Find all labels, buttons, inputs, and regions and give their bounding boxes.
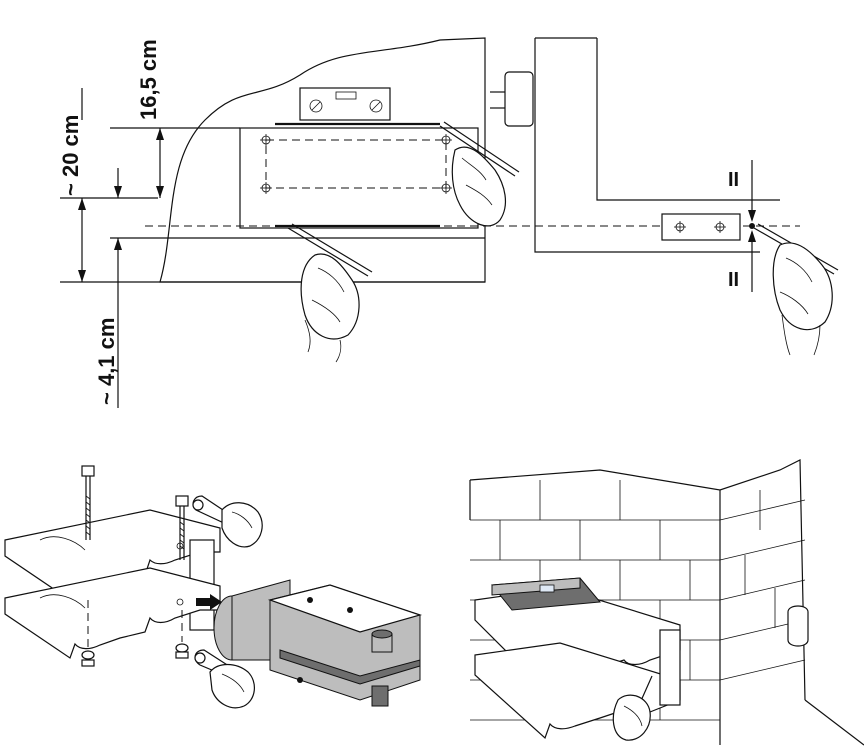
arrow-icon xyxy=(196,594,222,610)
hand-with-pencil-icon xyxy=(439,121,520,227)
dim-height-label: 16,5 cm xyxy=(136,39,161,120)
level-mark-top: II xyxy=(728,160,756,222)
wall-bracket-web xyxy=(659,629,681,706)
wall-outline xyxy=(159,37,486,283)
plate-hole-pattern xyxy=(265,139,447,189)
hand-icon xyxy=(209,663,255,709)
bolt-icon xyxy=(81,465,95,540)
mark-bottom-label: II xyxy=(728,269,739,291)
hand-icon xyxy=(612,675,653,741)
dimension-offset: ~ 4,1 cm xyxy=(94,168,122,408)
nut-icon xyxy=(175,643,189,659)
hand-with-pencil-icon xyxy=(753,223,839,356)
brick-wall-outline xyxy=(469,459,806,701)
dimension-total: ~ 20 cm xyxy=(58,88,86,282)
post-bracket xyxy=(661,213,755,241)
gate-post-right-edge xyxy=(596,38,780,201)
dim-total-label: ~ 20 cm xyxy=(58,115,83,196)
mounting-plate-outline xyxy=(239,127,479,229)
hand-icon xyxy=(221,502,263,548)
spirit-level-icon xyxy=(299,87,391,121)
nut-icon xyxy=(81,650,95,667)
lower-bracket-plate xyxy=(4,567,221,659)
hand-with-pencil-icon xyxy=(287,223,373,363)
level-mark-bottom: II xyxy=(728,230,756,292)
dimension-height: 16,5 cm xyxy=(136,39,164,198)
dim-offset-label: ~ 4,1 cm xyxy=(94,318,119,405)
gate-motor-unit xyxy=(213,579,423,707)
mark-top-label: II xyxy=(728,169,739,191)
bottom-right-wall-panel xyxy=(469,459,864,746)
bottom-left-assembly-panel xyxy=(4,465,423,709)
wall-hinge xyxy=(787,605,809,647)
plate-holes xyxy=(260,134,452,194)
top-marking-panel: 16,5 cm ~ 20 cm ~ 4,1 cm II II xyxy=(58,37,839,408)
gate-hinge xyxy=(504,71,534,127)
gate-post-left-edge xyxy=(534,38,760,253)
bolt-icon xyxy=(175,495,189,560)
spirit-level-icon xyxy=(491,577,601,611)
